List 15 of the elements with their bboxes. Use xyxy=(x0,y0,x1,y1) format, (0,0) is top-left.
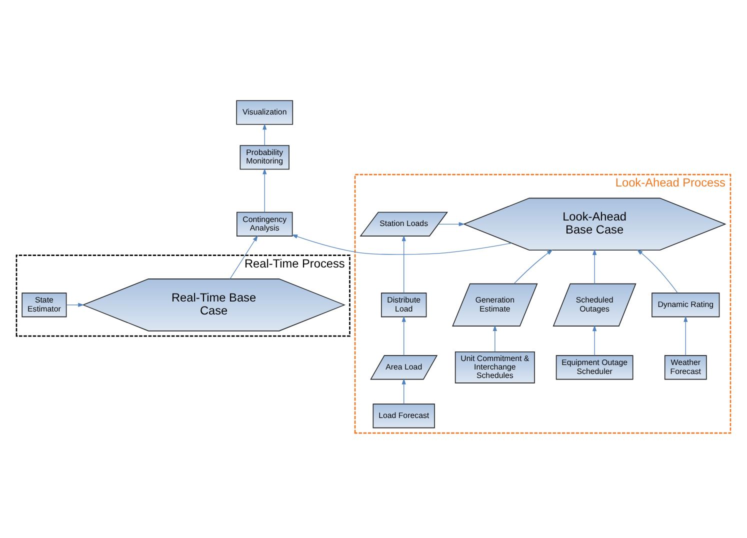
arrow xyxy=(636,249,678,293)
arrow xyxy=(592,324,597,356)
arrow xyxy=(492,324,497,352)
arrow xyxy=(402,234,406,293)
arrow xyxy=(230,234,258,279)
arrow xyxy=(66,302,84,307)
arrow xyxy=(402,378,406,404)
arrow xyxy=(592,248,597,284)
arrow xyxy=(262,168,267,212)
arrow xyxy=(262,123,267,146)
arrow xyxy=(438,222,465,226)
arrow xyxy=(292,234,512,254)
arrow xyxy=(402,315,406,356)
arrow xyxy=(514,249,553,284)
arrow xyxy=(684,315,688,356)
